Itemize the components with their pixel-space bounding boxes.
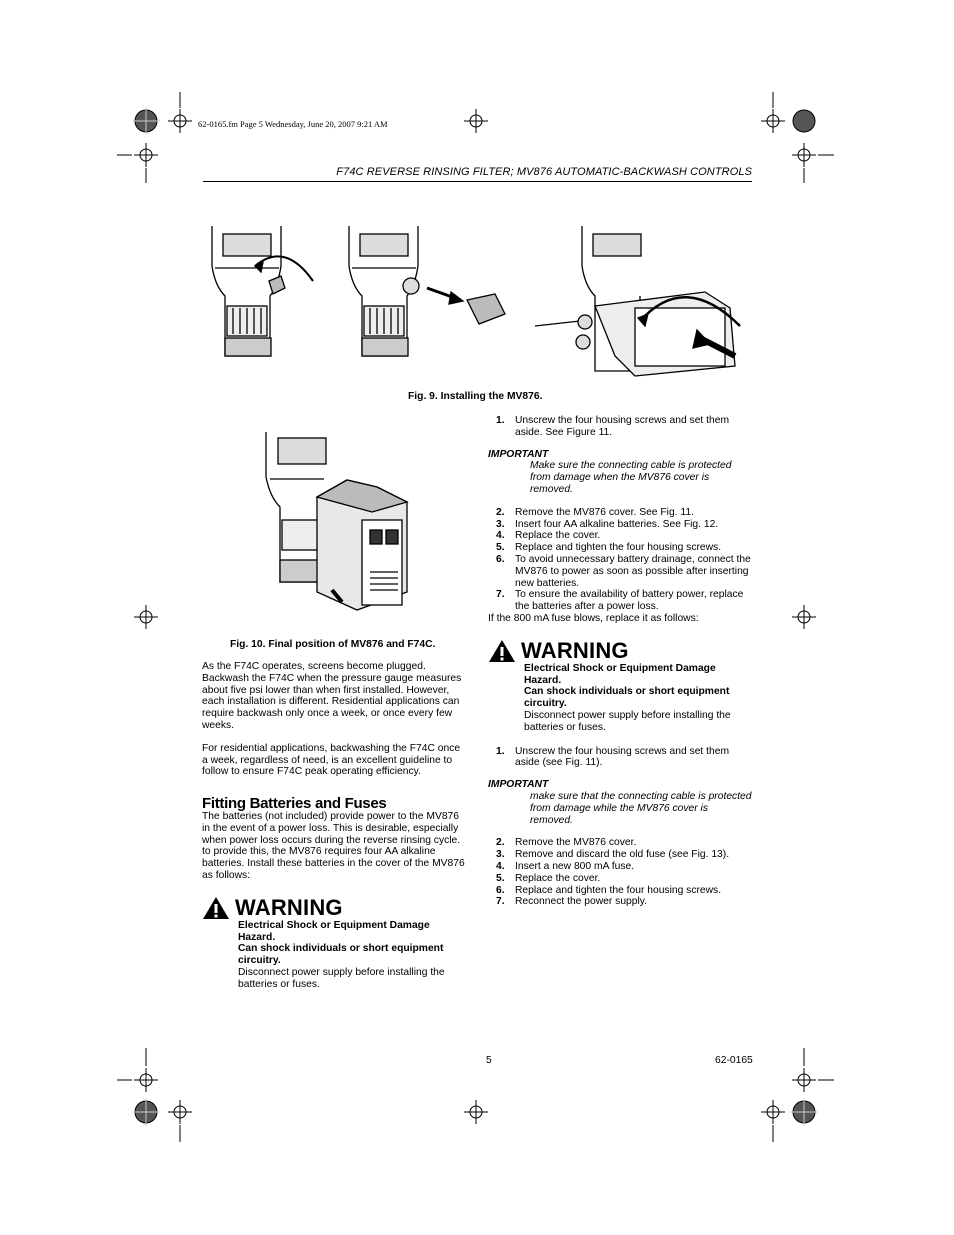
list-item: 1.Unscrew the four housing screws and se…	[496, 415, 730, 438]
battery-steps-part2: 2.Remove the MV876 cover. See Fig. 11. 3…	[488, 507, 752, 613]
warning-instruction: Disconnect power supply before installin…	[238, 966, 445, 990]
important-label: IMPORTANT	[488, 779, 549, 791]
file-slug: 62-0165.fm Page 5 Wednesday, June 20, 20…	[198, 119, 388, 129]
warning-triangle-icon	[489, 639, 515, 662]
paragraph-residential-guideline: For residential applications, backwashin…	[202, 742, 461, 778]
list-item: 5.Replace and tighten the four housing s…	[496, 542, 722, 554]
figure-9-illustration	[211, 226, 741, 377]
list-item: 1.Unscrew the four housing screws and se…	[496, 745, 730, 769]
warning-title: WARNING	[521, 637, 629, 663]
list-item: 2.Remove the MV876 cover.	[496, 837, 637, 849]
paragraph-batteries-intro: The batteries (not included) provide pow…	[202, 810, 465, 881]
warning-body: Electrical Shock or Equipment Damage Haz…	[488, 663, 752, 734]
list-item: 5.Replace the cover.	[496, 872, 601, 884]
important-text: Make sure the connecting cable is protec…	[530, 460, 732, 495]
warning-triangle-icon	[203, 896, 229, 919]
list-item: 4.Replace the cover.	[496, 530, 601, 542]
left-column: As the F74C operates, screens become plu…	[202, 661, 467, 991]
warning-box-left: WARNING Electrical Shock or Equipment Da…	[202, 894, 467, 991]
important-text: make sure that the connecting cable is p…	[530, 790, 752, 826]
list-item: 7.Reconnect the power supply.	[496, 896, 648, 908]
list-item: 6.To avoid unnecessary battery drainage,…	[496, 553, 751, 589]
running-header: F74C REVERSE RINSING FILTER; MV876 AUTOM…	[336, 166, 752, 178]
warning-box-right: WARNING Electrical Shock or Equipment Da…	[488, 637, 752, 734]
important-note-1: IMPORTANT Make sure the connecting cable…	[488, 449, 752, 496]
figure-10-illustration	[265, 432, 409, 611]
warning-consequence: Can shock individuals or short equipment…	[238, 943, 444, 967]
list-item: 6.Replace and tighten the four housing s…	[496, 884, 722, 896]
list-item: 3.Insert four AA alkaline batteries. See…	[496, 518, 719, 530]
page-number: 5	[486, 1055, 492, 1066]
warning-hazard: Electrical Shock or Equipment Damage Haz…	[524, 662, 716, 686]
warning-hazard: Electrical Shock or Equipment Damage Haz…	[238, 919, 430, 943]
list-item: 2.Remove the MV876 cover. See Fig. 11.	[496, 506, 694, 518]
battery-steps-part1: 1.Unscrew the four housing screws and se…	[488, 415, 752, 439]
fuse-intro: If the 800 mA fuse blows, replace it as …	[488, 612, 699, 624]
warning-instruction: Disconnect power supply before installin…	[524, 709, 731, 733]
warning-title: WARNING	[235, 894, 343, 920]
paragraph-backwash-timing: As the F74C operates, screens become plu…	[202, 661, 462, 731]
fuse-steps-part1: 1.Unscrew the four housing screws and se…	[488, 746, 752, 770]
important-label: IMPORTANT	[488, 448, 549, 460]
figure-10-caption: Fig. 10. Final position of MV876 and F74…	[230, 639, 436, 650]
warning-header: WARNING	[202, 894, 467, 920]
fuse-steps-part2: 2.Remove the MV876 cover. 3.Remove and d…	[488, 837, 752, 908]
header-rule	[203, 181, 752, 182]
list-item: 3.Remove and discard the old fuse (see F…	[496, 849, 730, 861]
warning-header: WARNING	[488, 637, 752, 663]
right-column: 1.Unscrew the four housing screws and se…	[488, 415, 752, 908]
warning-body: Electrical Shock or Equipment Damage Haz…	[202, 920, 467, 991]
warning-consequence: Can shock individuals or short equipment…	[524, 686, 730, 710]
important-note-2: IMPORTANT make sure that the connecting …	[488, 779, 752, 826]
section-heading: Fitting Batteries and Fuses	[202, 795, 387, 813]
figure-9-caption: Fig. 9. Installing the MV876.	[408, 391, 543, 402]
list-item: 4.Insert a new 800 mA fuse.	[496, 860, 635, 872]
document-number: 62-0165	[715, 1055, 753, 1066]
list-item: 7.To ensure the availability of battery …	[496, 589, 744, 613]
